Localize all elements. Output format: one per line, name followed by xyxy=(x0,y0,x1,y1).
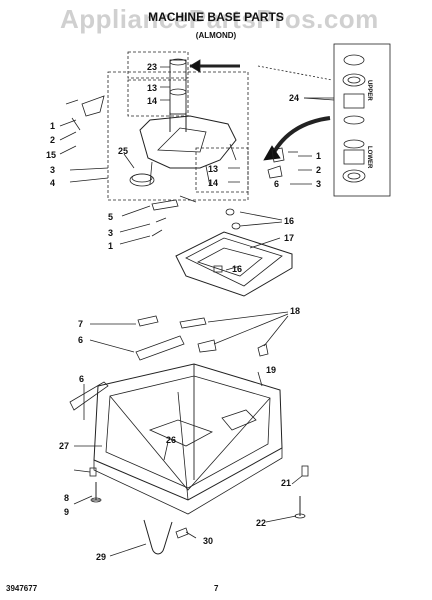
callout-19: 19 xyxy=(266,365,277,375)
callout-1: 1 xyxy=(316,151,322,161)
callout-22: 22 xyxy=(256,518,267,528)
callout-29: 29 xyxy=(96,552,107,562)
callout-25: 25 xyxy=(118,146,129,156)
document-number: 3947677 xyxy=(6,584,38,593)
bearing-cap-box xyxy=(127,51,189,79)
transmission-box xyxy=(107,71,249,201)
callout-5: 5 xyxy=(108,212,114,222)
callout-3: 3 xyxy=(108,228,114,238)
callout-17: 17 xyxy=(284,233,295,243)
page-number: 7 xyxy=(214,584,219,593)
callout-24: 24 xyxy=(289,93,300,103)
clamp-box xyxy=(195,147,249,193)
callout-6: 6 xyxy=(274,179,280,189)
callout-2: 2 xyxy=(50,135,56,145)
callout-16: 16 xyxy=(232,264,243,274)
callout-6: 6 xyxy=(79,374,85,384)
callout-14: 14 xyxy=(208,178,219,188)
callout-21: 21 xyxy=(281,478,292,488)
watermark: AppliancePartsPros.com xyxy=(60,4,379,34)
callout-14: 14 xyxy=(147,96,158,106)
callout-23: 23 xyxy=(147,62,158,72)
callout-4: 4 xyxy=(50,178,56,188)
callout-30: 30 xyxy=(203,536,214,546)
callout-1: 1 xyxy=(50,121,56,131)
callout-6: 6 xyxy=(78,335,84,345)
callout-26: 26 xyxy=(166,435,177,445)
inset-label-upper: UPPER xyxy=(366,80,372,101)
inset-label-lower: LOWER xyxy=(366,146,372,169)
diagram-subtitle: (ALMOND) xyxy=(195,31,237,40)
diagram-title: MACHINE BASE PARTS xyxy=(148,10,284,24)
callout-3: 3 xyxy=(50,165,56,175)
callout-1: 1 xyxy=(108,241,114,251)
bearing-inset-box xyxy=(333,43,391,197)
callout-15: 15 xyxy=(46,150,57,160)
callout-27: 27 xyxy=(59,441,70,451)
callout-8: 8 xyxy=(64,493,70,503)
callout-13: 13 xyxy=(208,164,219,174)
callout-16: 16 xyxy=(284,216,295,226)
seal-box xyxy=(127,79,189,117)
callout-9: 9 xyxy=(64,507,70,517)
callout-7: 7 xyxy=(78,319,84,329)
callout-18: 18 xyxy=(290,306,301,316)
callout-2: 2 xyxy=(316,165,322,175)
callout-13: 13 xyxy=(147,83,158,93)
callout-3: 3 xyxy=(316,179,322,189)
